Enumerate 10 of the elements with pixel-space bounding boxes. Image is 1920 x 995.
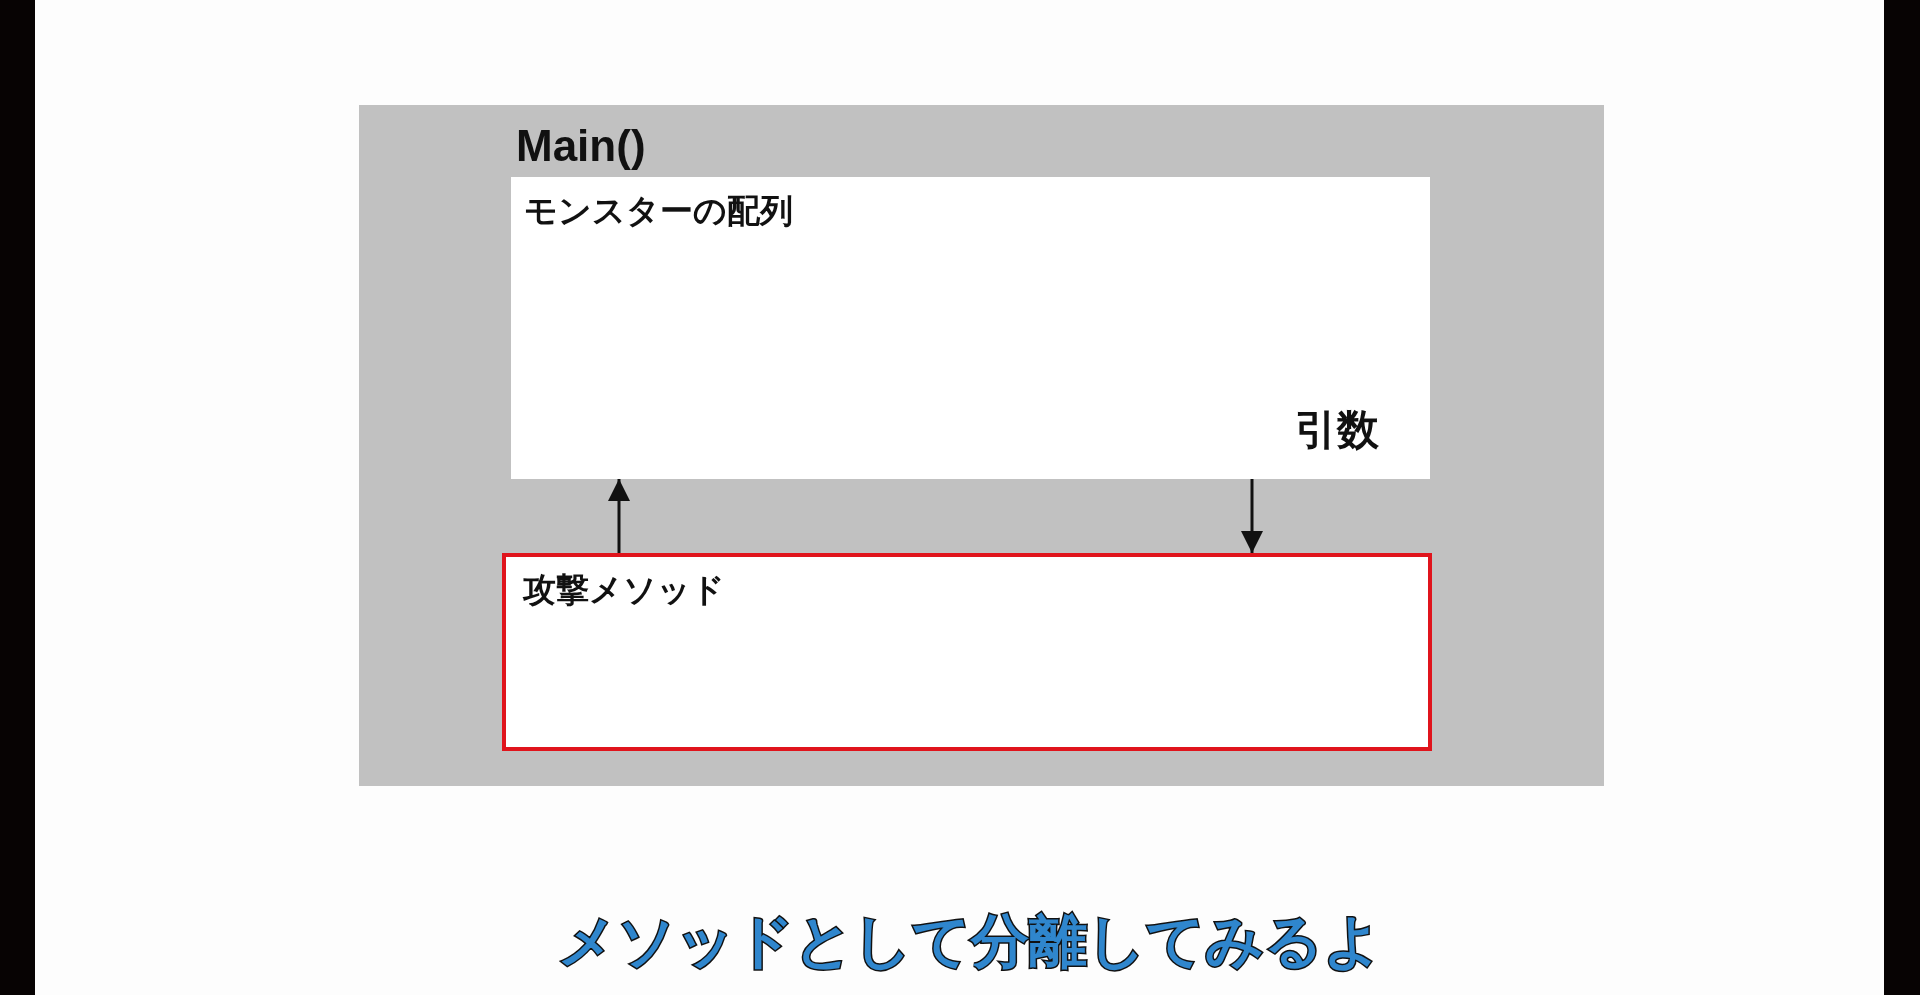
method-box bbox=[502, 553, 1432, 751]
box-title: 攻撃メソッド bbox=[523, 573, 725, 606]
subtitle: メソッドとして分離してみるよ bbox=[558, 912, 1382, 970]
function-frame bbox=[359, 105, 1604, 786]
arrow bbox=[1241, 479, 1263, 553]
arrow bbox=[608, 479, 630, 553]
frame-heading: Main() bbox=[516, 124, 646, 168]
box-title: モンスターの配列 bbox=[524, 194, 793, 227]
edge-label: 引数 bbox=[1295, 409, 1379, 451]
array-box bbox=[511, 177, 1430, 479]
